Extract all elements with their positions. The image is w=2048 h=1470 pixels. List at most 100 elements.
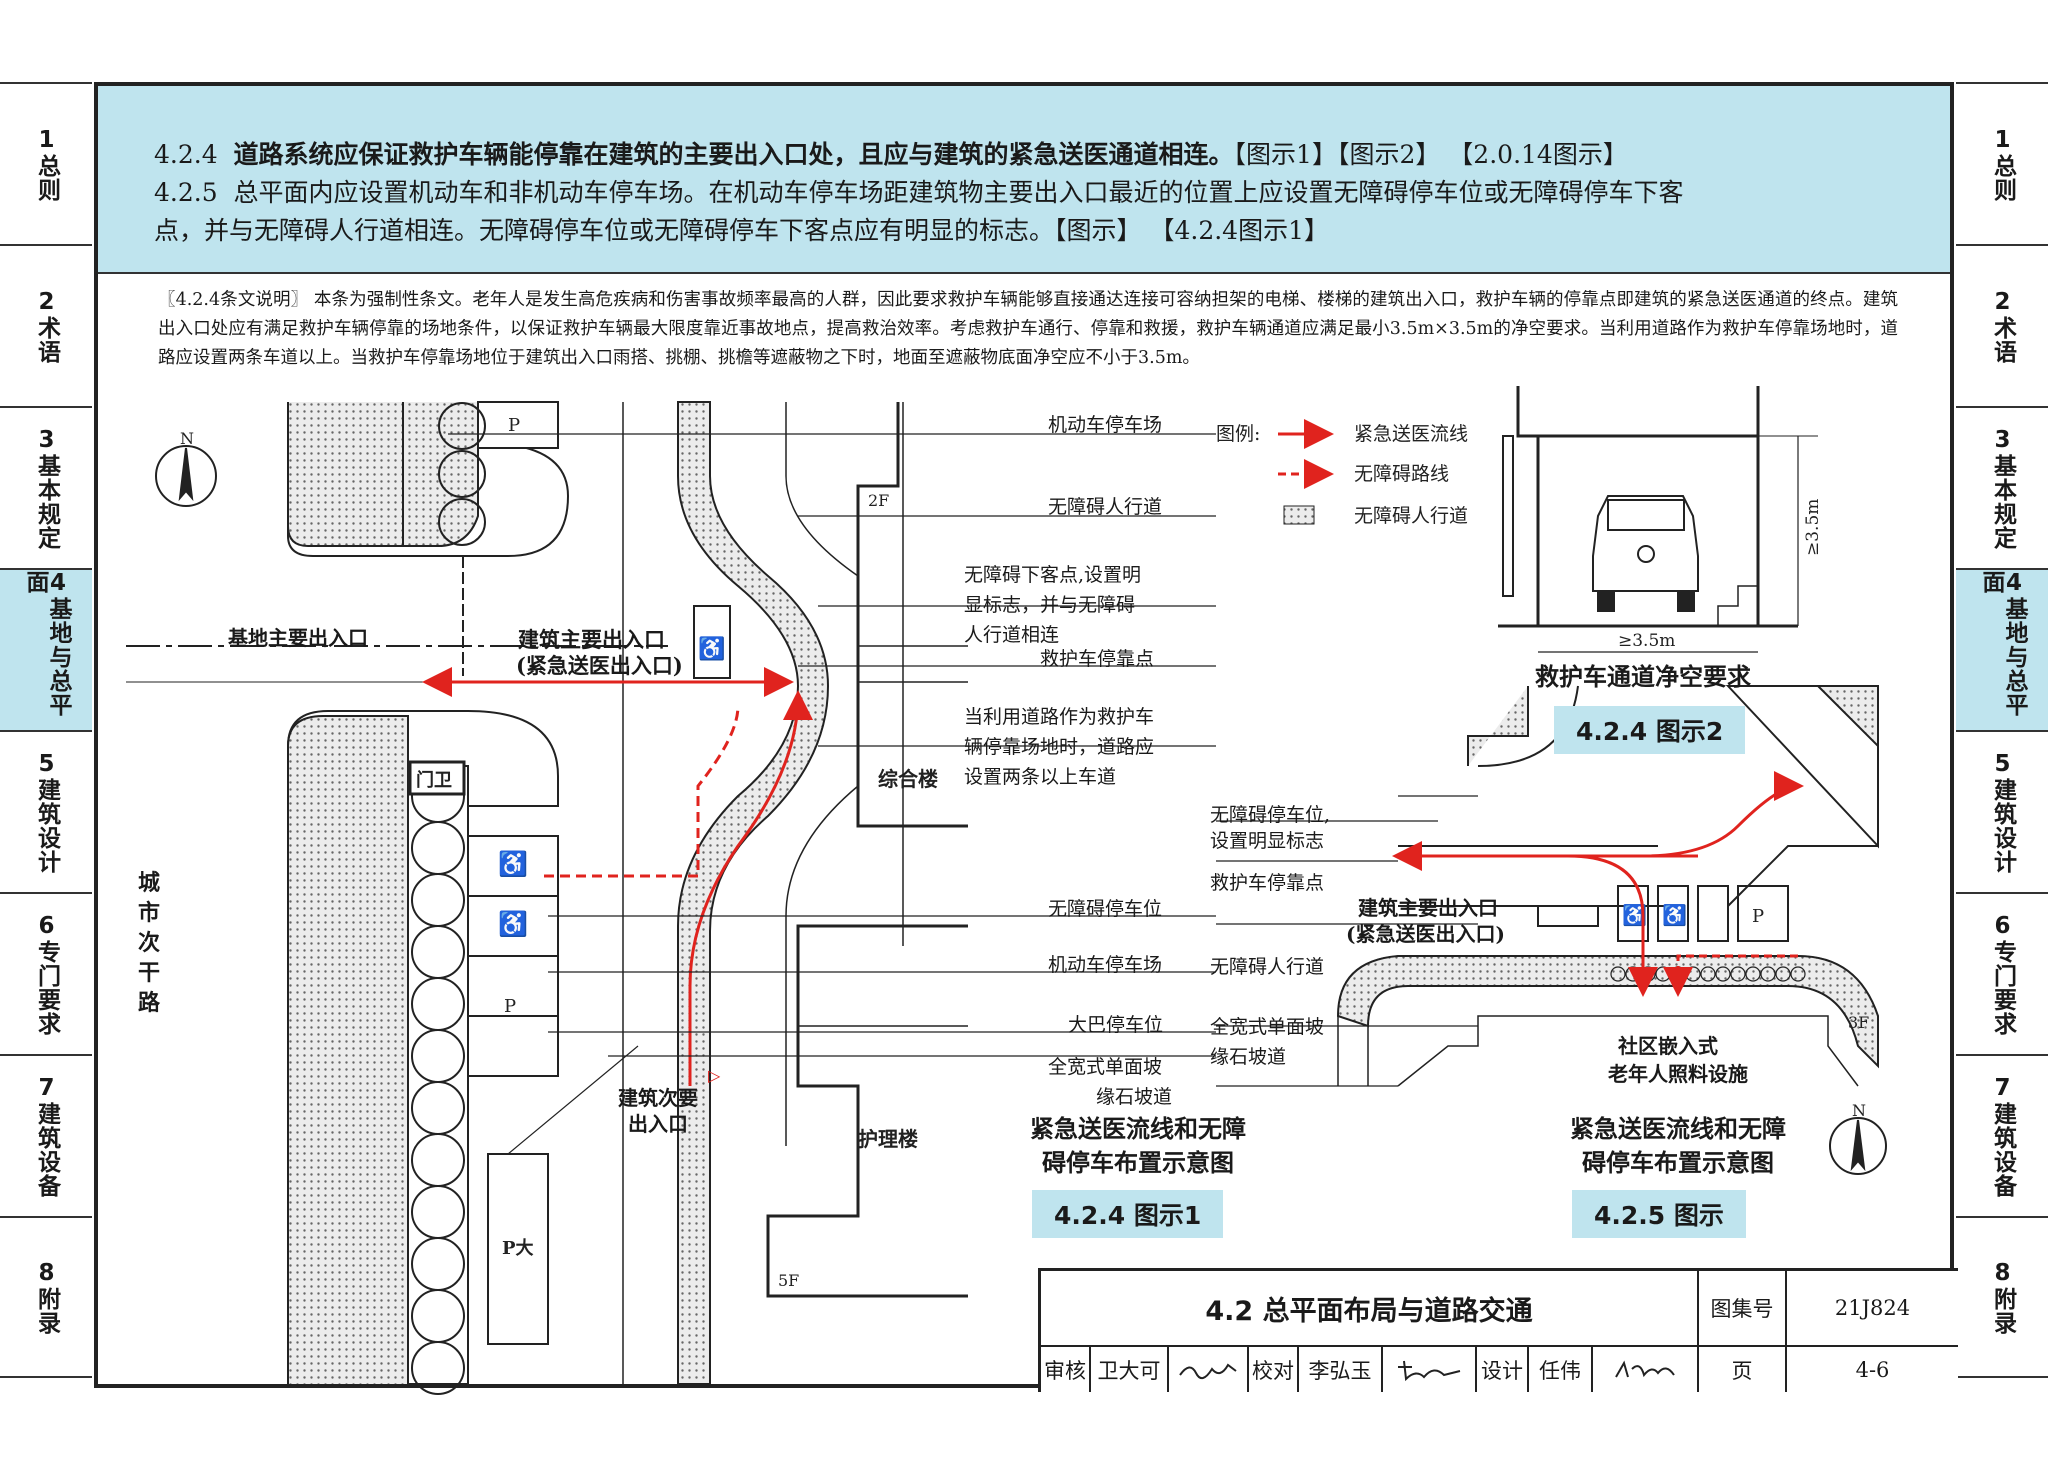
- north-arrow-fig1: N: [155, 429, 217, 507]
- label-dropoff-1: 无障碍下客点,设置明: [964, 564, 1142, 586]
- chapter-tab-6[interactable]: 6专门要求: [0, 892, 92, 1054]
- chapter-tab-5-right[interactable]: 5建筑设计: [1956, 730, 2048, 892]
- label-ambulance-stop: 救护车停靠点: [1040, 648, 1155, 670]
- chapter-tab-3-right[interactable]: 3基本规定: [1956, 406, 2048, 568]
- accessible-route-fig1: [544, 705, 740, 878]
- fig3-main-entrance-2: (紧急送医出入口): [1346, 922, 1505, 946]
- emergency-route-curve: [688, 690, 813, 1086]
- page-label: 页: [1699, 1347, 1787, 1392]
- svg-text:N: N: [1852, 1101, 1866, 1120]
- chapter-tab-8[interactable]: 8附录: [0, 1216, 92, 1378]
- green-area-top: [287, 402, 479, 547]
- chapter-tab-7[interactable]: 7建筑设备: [0, 1054, 92, 1216]
- chapter-tab-2[interactable]: 2术语: [0, 244, 92, 406]
- title-block: 4.2 总平面布局与道路交通 图集号 21J824 审核 卫大可 校对 李弘玉 …: [1038, 1268, 1958, 1392]
- chapter-tab-4[interactable]: 4基地与总平面: [0, 568, 92, 730]
- chapter-tab-7-right[interactable]: 7建筑设备: [1956, 1054, 2048, 1216]
- signature-designer: [1615, 1359, 1675, 1377]
- drop-off-accessible-icon: ♿: [698, 636, 725, 662]
- fig1-p-top: P: [508, 415, 520, 436]
- building-zonghe: [856, 402, 968, 828]
- label-accessible-sidewalk: 无障碍人行道: [1048, 496, 1163, 518]
- accessible-parking-icon: ♿: [498, 850, 528, 878]
- fig2-caption: 救护车通道净空要求: [1535, 663, 1751, 691]
- svg-text:护理楼: 护理楼: [858, 1127, 918, 1151]
- plan-drawings: P 门卫 ♿ ♿ P: [126, 386, 1887, 1395]
- svg-text:门卫: 门卫: [416, 769, 452, 791]
- north-arrow-fig3: N: [1829, 1101, 1887, 1175]
- legend-accessible-sidewalk: 无障碍人行道: [1354, 505, 1468, 527]
- reviewer-name: 卫大可: [1091, 1347, 1169, 1392]
- explanatory-note: 〖4.2.4条文说明〗 本条为强制性条文。老年人是发生高危疾病和伤害事故频率最高…: [158, 290, 1898, 368]
- secondary-entry-arrow-icon: ▷: [708, 1066, 721, 1085]
- clause-header: 4.2.4 道路系统应保证救护车辆能停靠在建筑的主要出入口处，且应与建筑的紧急送…: [98, 86, 1950, 274]
- signature-reviewer: [1179, 1363, 1237, 1379]
- clause-4-2-5: 4.2.5 总平面内应设置机动车和非机动车停车场。在机动车停车场距建筑物主要出入…: [154, 178, 1684, 207]
- fig1-p-mid: P: [504, 996, 516, 1017]
- chapter-tab-2-right[interactable]: 2术语: [1956, 244, 2048, 406]
- fig3-label-curb-ramp-1: 全宽式单面坡: [1210, 1016, 1325, 1038]
- chapter-tab-5[interactable]: 5建筑设计: [0, 730, 92, 892]
- chapter-tab-1-right[interactable]: 1总则: [1956, 82, 2048, 244]
- fig3-facility-1: 社区嵌入式: [1618, 1034, 1718, 1058]
- svg-text:≥3.5m: ≥3.5m: [1618, 631, 1675, 651]
- atlas-label: 图集号: [1699, 1271, 1787, 1347]
- legend-emergency: 紧急送医流线: [1354, 423, 1468, 445]
- label-parking-lot: 机动车停车场: [1048, 414, 1163, 436]
- checker-signature: [1383, 1347, 1477, 1392]
- fig1-site-plan: P 门卫 ♿ ♿ P: [126, 401, 1216, 1395]
- emergency-entrance-label: (紧急送医出入口): [516, 653, 683, 678]
- designer-name: 任伟: [1529, 1347, 1593, 1392]
- page-number: 4-6: [1855, 1357, 1890, 1382]
- fig2-badge: 4.2.4 图示2: [1554, 706, 1746, 754]
- fig1-badge: 4.2.4 图示1: [1032, 1190, 1224, 1238]
- legend-accessible-route: 无障碍路线: [1354, 463, 1449, 485]
- designer-signature: [1593, 1347, 1699, 1392]
- chapter-tab-3[interactable]: 3基本规定: [0, 406, 92, 568]
- chapter-tab-8-right[interactable]: 8附录: [1956, 1216, 2048, 1378]
- reviewer-signature: [1169, 1347, 1249, 1392]
- fig3-label-accessible-parking-1: 无障碍停车位,: [1210, 804, 1331, 826]
- svg-text:P大: P大: [502, 1237, 534, 1259]
- secondary-entrance-label-2: 出入口: [628, 1112, 688, 1136]
- clause-4-2-5-cont: 点，并与无障碍人行道相连。无障碍停车位或无障碍停车下客点应有明显的标志。【图示】…: [154, 216, 1329, 245]
- design-label: 设计: [1477, 1347, 1529, 1392]
- fig3-label-accessible-parking-2: 设置明显标志: [1210, 830, 1325, 852]
- fig3-facility-2: 老年人照料设施: [1608, 1062, 1748, 1086]
- atlas-number: 21J824: [1787, 1271, 1958, 1347]
- chapter-tab-4-right[interactable]: 4基地与总平面: [1956, 568, 2048, 730]
- accessible-route-fig3: [1663, 954, 1798, 997]
- road-label: 城市次干路: [138, 870, 161, 1016]
- tree-row: [411, 769, 465, 1395]
- site-entrance-label: 基地主要出入口: [228, 626, 368, 650]
- fig3-label-sidewalk: 无障碍人行道: [1210, 956, 1325, 978]
- fig1-caption-2: 碍停车布置示意图: [1042, 1149, 1234, 1177]
- label-bus-parking: 大巴停车位: [1068, 1014, 1164, 1036]
- ambulance-icon: [1592, 495, 1699, 612]
- label-parking-lot-2: 机动车停车场: [1048, 954, 1163, 976]
- fig1-caption-1: 紧急送医流线和无障: [1030, 1115, 1246, 1143]
- svg-text:5F: 5F: [778, 1271, 799, 1290]
- label-road-note-1: 当利用道路作为救护车: [964, 706, 1155, 728]
- main-entrance-label: 建筑主要出入口: [518, 627, 665, 652]
- label-road-note-3: 设置两条以上车道: [964, 766, 1117, 788]
- secondary-entrance-label-1: 建筑次要: [618, 1086, 698, 1110]
- chapter-tab-6-right[interactable]: 6专门要求: [1956, 892, 2048, 1054]
- fig3-main-entrance-1: 建筑主要出入口: [1358, 896, 1498, 920]
- svg-text:N: N: [180, 429, 194, 448]
- fig3-label-ambulance-stop: 救护车停靠点: [1210, 872, 1325, 894]
- green-area-bottom: [287, 715, 409, 1384]
- svg-text:≥3.5m: ≥3.5m: [1803, 499, 1823, 556]
- chapter-tab-1[interactable]: 1总则: [0, 82, 92, 244]
- chapter-nav-left: 1总则 2术语 3基本规定 4基地与总平面 5建筑设计 6专门要求 7建筑设备 …: [0, 82, 92, 1378]
- fig3-caption-2: 碍停车布置示意图: [1582, 1149, 1774, 1177]
- signature-checker: [1398, 1360, 1461, 1381]
- fig3-label-curb-ramp-2: 缘石坡道: [1210, 1046, 1287, 1068]
- label-curb-ramp-1: 全宽式单面坡: [1048, 1056, 1163, 1078]
- label-dropoff-2: 显标志，并与无障碍: [964, 594, 1136, 616]
- sheet-title: 4.2 总平面布局与道路交通: [1041, 1271, 1699, 1347]
- svg-text:3F: 3F: [1848, 1013, 1869, 1032]
- accessible-sidewalk: [677, 401, 830, 1385]
- checker-name: 李弘玉: [1299, 1347, 1383, 1392]
- chapter-nav-right: 1总则 2术语 3基本规定 4基地与总平面 5建筑设计 6专门要求 7建筑设备 …: [1956, 82, 2048, 1378]
